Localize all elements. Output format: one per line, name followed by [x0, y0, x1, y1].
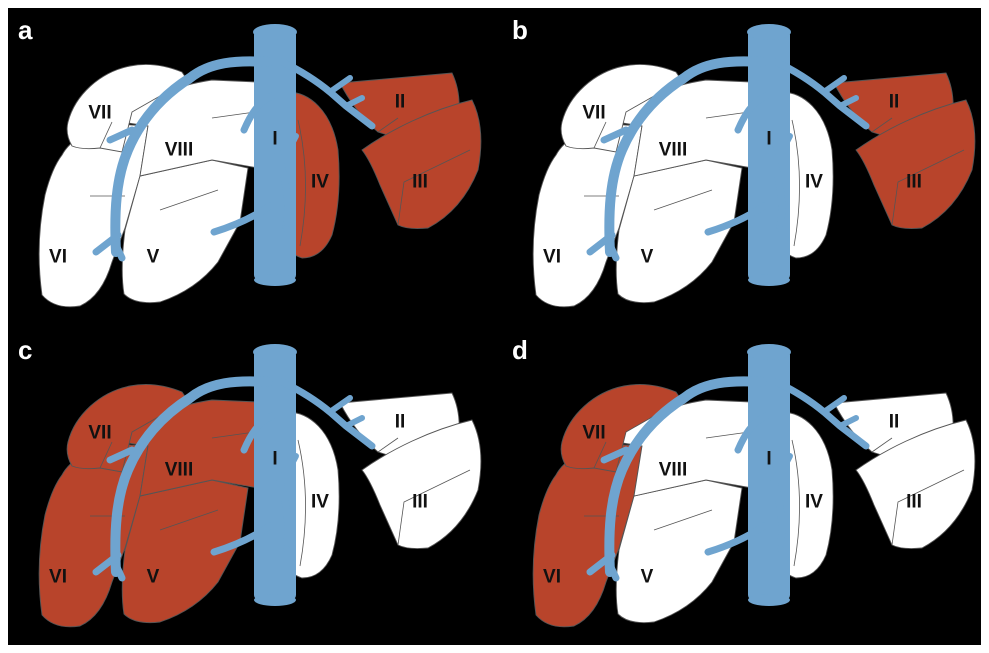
segment-label-ii: II [395, 92, 406, 113]
segment-label-viii: VIII [659, 460, 688, 481]
panel-label-d: d [512, 335, 528, 365]
segment-label-i: I [272, 449, 277, 470]
segment-label-iv: IV [311, 492, 329, 513]
panel-label-b: b [512, 15, 528, 45]
vena-cava [254, 274, 296, 286]
panel-label-a: a [18, 15, 33, 45]
segment-label-vii: VII [88, 103, 111, 124]
vena-cava [254, 594, 296, 606]
vena-cava [748, 594, 790, 606]
vena-cava [748, 274, 790, 286]
segment-label-vii: VII [582, 423, 605, 444]
segment-label-iv: IV [805, 492, 823, 513]
panel-label-c: c [18, 335, 32, 365]
segment-label-v: V [147, 247, 160, 268]
segment-label-vii: VII [88, 423, 111, 444]
segment-label-vi: VI [49, 567, 67, 588]
segment-label-iv: IV [805, 172, 823, 193]
vena-cava [253, 344, 297, 360]
segment-label-v: V [147, 567, 160, 588]
segment-label-vi: VI [543, 567, 561, 588]
vena-cava [253, 24, 297, 40]
segment-label-vi: VI [49, 247, 67, 268]
segment-label-iv: IV [311, 172, 329, 193]
segment-label-vi: VI [543, 247, 561, 268]
segment-label-i: I [272, 129, 277, 150]
segment-label-ii: II [889, 412, 900, 433]
segment-label-iii: III [906, 492, 922, 513]
segment-label-iii: III [412, 172, 428, 193]
segment-label-v: V [641, 247, 654, 268]
vena-cava [747, 24, 791, 40]
segment-label-iii: III [412, 492, 428, 513]
segment-label-viii: VIII [165, 140, 194, 161]
segment-label-viii: VIII [165, 460, 194, 481]
vena-cava [747, 344, 791, 360]
segment-label-iii: III [906, 172, 922, 193]
segment-label-i: I [766, 449, 771, 470]
segment-label-i: I [766, 129, 771, 150]
segment-label-viii: VIII [659, 140, 688, 161]
segment-label-vii: VII [582, 103, 605, 124]
segment-label-v: V [641, 567, 654, 588]
segment-label-ii: II [889, 92, 900, 113]
segment-label-ii: II [395, 412, 406, 433]
